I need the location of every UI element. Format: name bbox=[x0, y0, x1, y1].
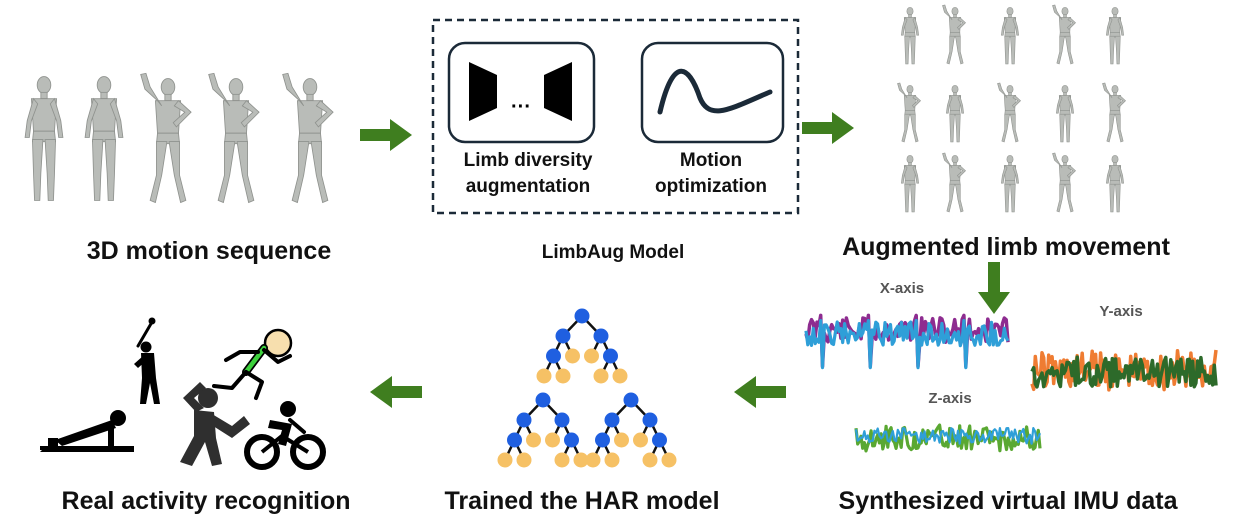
tree-node bbox=[604, 412, 620, 428]
mannequin-figure bbox=[24, 76, 64, 202]
tree-node bbox=[574, 308, 590, 324]
tree-node bbox=[614, 432, 629, 448]
tree-node bbox=[584, 348, 599, 364]
encoder-icon bbox=[469, 62, 497, 121]
tree-node bbox=[497, 452, 513, 468]
imu-data-label: Synthesized virtual IMU data bbox=[838, 487, 1178, 515]
har-model-trees bbox=[497, 308, 677, 468]
tree-node bbox=[633, 432, 648, 448]
tree-node bbox=[612, 368, 628, 384]
augmented-figure bbox=[1106, 7, 1124, 65]
real-activity-label: Real activity recognition bbox=[61, 487, 351, 515]
pushup-icon bbox=[40, 410, 134, 452]
tree-node bbox=[555, 328, 571, 344]
imu-trace bbox=[804, 319, 1010, 370]
limb-diversity-label-line2: augmentation bbox=[465, 176, 591, 197]
tree-node bbox=[554, 412, 570, 428]
augmented-figure bbox=[942, 4, 966, 65]
tree-node bbox=[516, 452, 532, 468]
tree-node bbox=[555, 368, 571, 384]
imu-signal-plots bbox=[804, 313, 1218, 453]
tree-node bbox=[593, 368, 609, 384]
augmented-figure bbox=[897, 82, 921, 143]
limb-diversity-label-line1: Limb diversity bbox=[463, 150, 593, 171]
augmented-figure bbox=[1052, 152, 1076, 213]
arrow-to-limbaug bbox=[360, 119, 412, 151]
mannequin-figure bbox=[140, 72, 192, 204]
arrow-to-recognition bbox=[370, 376, 422, 408]
augmented-figure bbox=[901, 7, 919, 65]
curve-icon bbox=[657, 68, 773, 115]
tree-node bbox=[536, 368, 552, 384]
limbaug-model-box bbox=[431, 18, 800, 215]
cyclist-icon bbox=[244, 401, 326, 470]
tree-node bbox=[642, 412, 658, 428]
mannequin-figure bbox=[208, 72, 260, 204]
runner-icon bbox=[212, 328, 293, 400]
tree-node bbox=[585, 452, 601, 468]
augmented-figure bbox=[946, 85, 964, 143]
augmented-figure bbox=[1106, 155, 1124, 213]
mannequin-figure bbox=[84, 76, 124, 202]
har-model-label: Trained the HAR model bbox=[444, 487, 720, 515]
augmented-figure bbox=[1001, 155, 1019, 213]
augmented-figure bbox=[1001, 7, 1019, 65]
augmented-figure bbox=[1102, 82, 1126, 143]
arrow-to-imu bbox=[978, 262, 1010, 314]
augmented-figure bbox=[1056, 85, 1074, 143]
augmented-figure bbox=[1052, 4, 1076, 65]
mannequin-figure bbox=[282, 72, 334, 204]
tree-node bbox=[573, 452, 589, 468]
tree-node bbox=[507, 432, 522, 448]
limb-diversity-dots: ··· bbox=[511, 96, 531, 118]
motion-sequence-label: 3D motion sequence bbox=[86, 237, 332, 265]
tree-node bbox=[516, 412, 532, 428]
augmented-figure bbox=[942, 152, 966, 213]
augmented-figure bbox=[901, 155, 919, 213]
augmented-figure bbox=[997, 82, 1021, 143]
tree-node bbox=[554, 452, 570, 468]
tree-node bbox=[545, 432, 560, 448]
augmented-figures-grid bbox=[897, 4, 1126, 213]
x-axis-label: X-axis bbox=[879, 280, 925, 297]
tree-node bbox=[546, 348, 561, 364]
tree-node bbox=[526, 432, 541, 448]
tree-node bbox=[604, 452, 620, 468]
z-axis-label: Z-axis bbox=[928, 390, 972, 407]
limbaug-model-label: LimbAug Model bbox=[541, 242, 685, 263]
activity-icons bbox=[40, 317, 326, 470]
tree-node bbox=[642, 452, 658, 468]
imu-trace bbox=[1030, 355, 1218, 389]
tree-node bbox=[565, 348, 580, 364]
limb-diversity-panel bbox=[447, 41, 596, 144]
imu-trace bbox=[854, 427, 1042, 445]
stretching-person-icon bbox=[180, 382, 250, 466]
tree-node bbox=[652, 432, 667, 448]
tree-node bbox=[593, 328, 609, 344]
tree-node bbox=[603, 348, 618, 364]
decoder-icon bbox=[544, 62, 572, 121]
tree-node bbox=[535, 392, 551, 408]
tree-node bbox=[661, 452, 677, 468]
tree-node bbox=[595, 432, 610, 448]
tree-node bbox=[623, 392, 639, 408]
motion-optimization-label-line1: Motion bbox=[679, 150, 743, 171]
motion-sequence-figures bbox=[24, 72, 334, 204]
arrow-to-har bbox=[734, 376, 786, 408]
y-axis-label: Y-axis bbox=[1099, 303, 1143, 320]
tree-node bbox=[564, 432, 579, 448]
motion-optimization-label-line2: optimization bbox=[655, 176, 767, 197]
arrow-to-augmented bbox=[802, 112, 854, 144]
golfer-icon bbox=[134, 317, 160, 404]
motion-optimization-panel bbox=[640, 41, 785, 144]
augmented-limb-movement-label: Augmented limb movement bbox=[842, 233, 1170, 261]
